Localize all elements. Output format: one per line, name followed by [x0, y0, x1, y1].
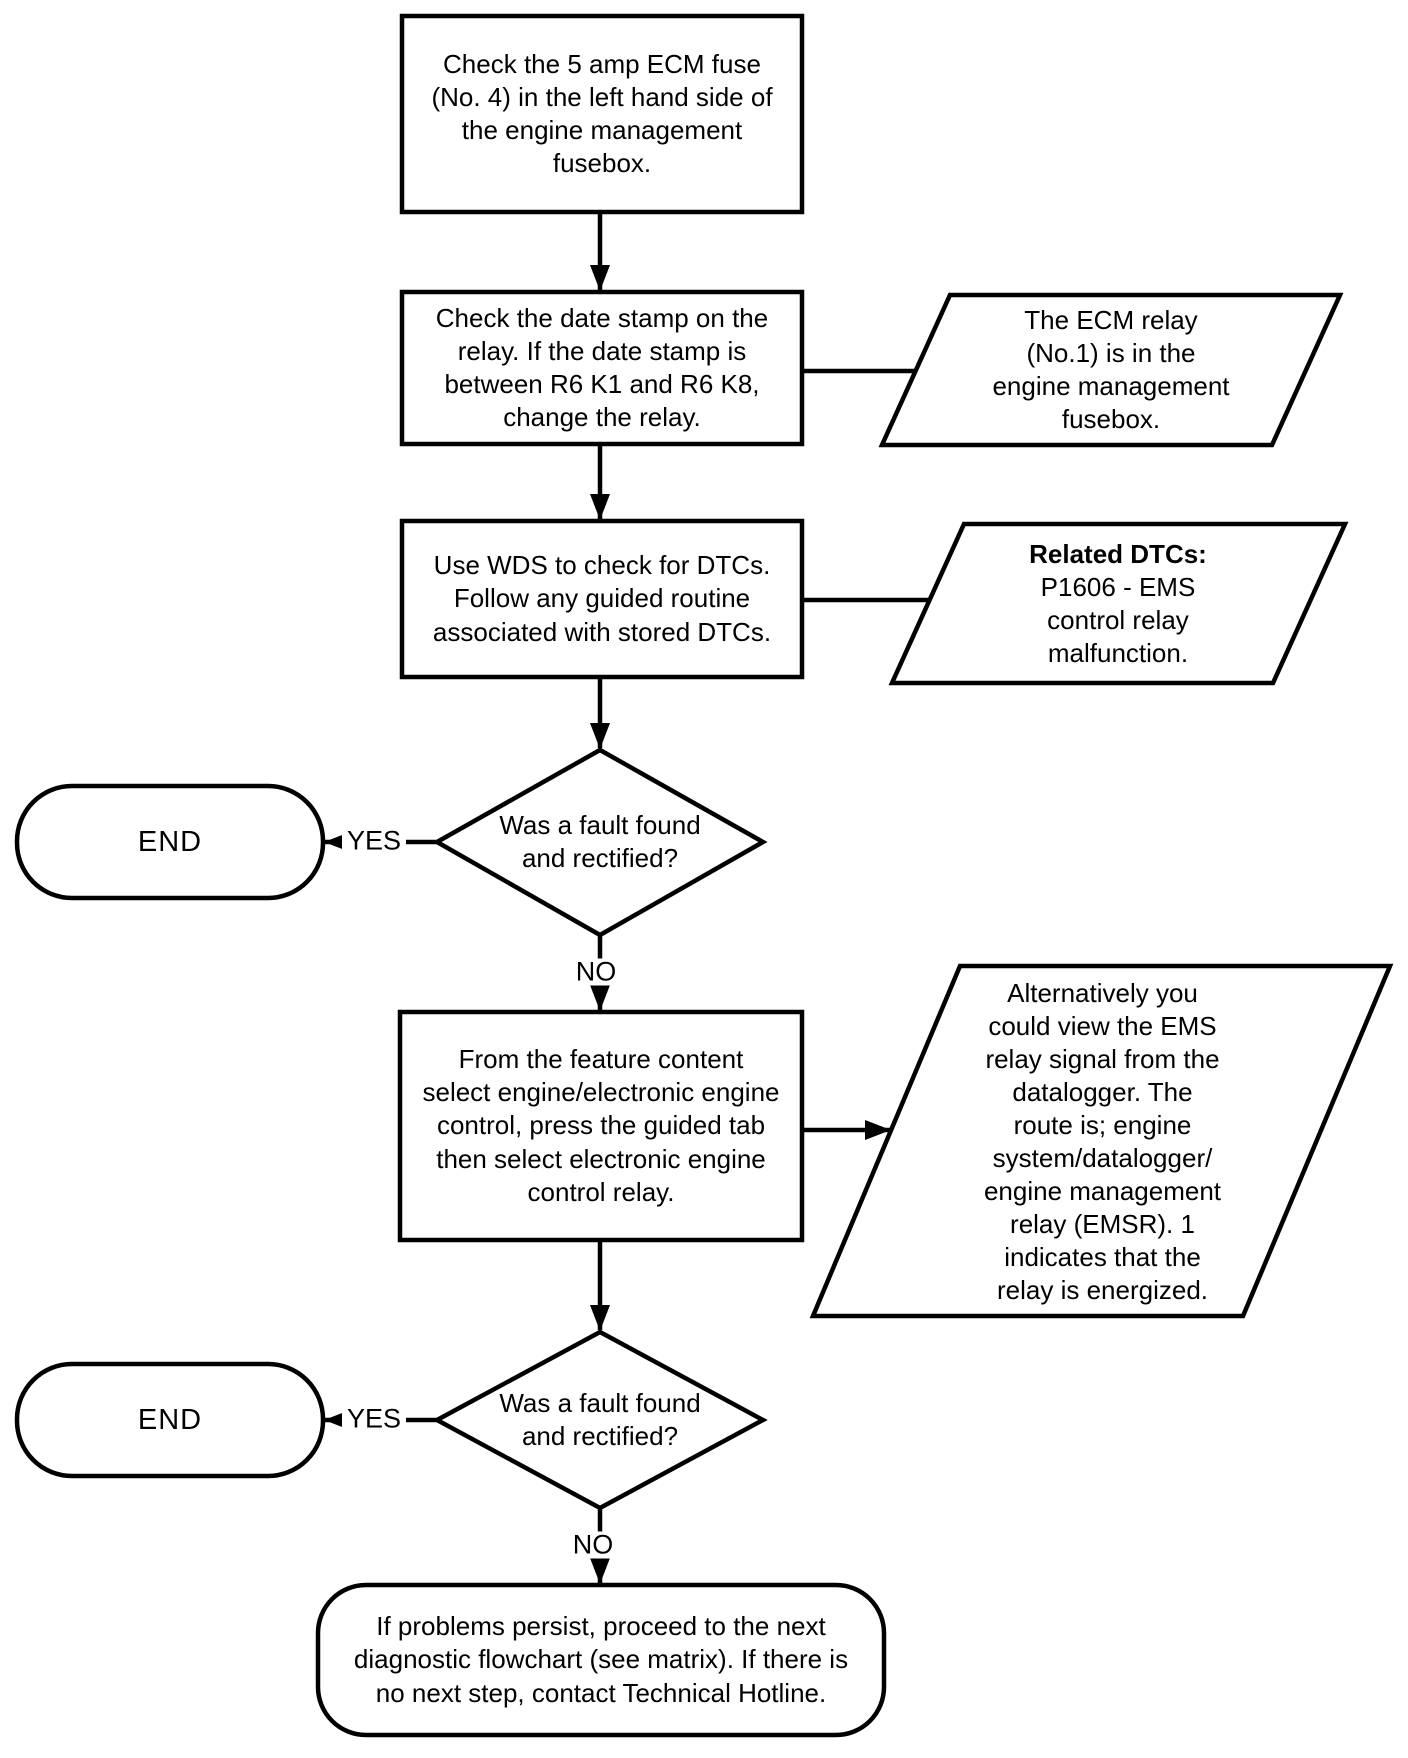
box-feature-content-text: From the feature content select engine/e…	[422, 1044, 780, 1207]
box-check-fuse-text: Check the 5 amp ECM fuse (No. 4) in the …	[431, 48, 773, 179]
note-ecm-relay-location-shape	[878, 292, 1344, 448]
terminator-end-2-shape	[14, 1361, 326, 1479]
note-datalogger-alternative-shape	[809, 963, 1394, 1319]
decision-fault-found-2-text: Was a fault found and rectified?	[499, 1387, 701, 1451]
terminator-end-1-text: END	[137, 825, 203, 858]
note-related-dtcs-body: P1606 - EMS control relay malfunction.	[1040, 571, 1196, 669]
note-related-dtcs-title: Related DTCs:	[1029, 538, 1207, 569]
edge-label-yes-1: YES	[341, 827, 407, 855]
terminator-next-steps-shape	[315, 1582, 887, 1738]
note-ecm-relay-location-text: The ECM relay (No.1) is in the engine ma…	[992, 304, 1230, 435]
terminator-end-2-text: END	[137, 1403, 203, 1436]
box-feature-content	[397, 1009, 805, 1243]
terminator-end-1-shape	[14, 783, 326, 901]
note-datalogger-alternative-text: Alternatively you could view the EMS rel…	[983, 977, 1222, 1306]
edge-label-no-2: NO	[567, 1531, 619, 1559]
box-check-date-stamp-text: Check the date stamp on the relay. If th…	[435, 302, 769, 433]
box-check-fuse	[399, 13, 805, 215]
decision-fault-found-1-text: Was a fault found and rectified?	[499, 809, 701, 873]
edge-label-no-1: NO	[570, 958, 622, 986]
box-use-wds	[399, 518, 805, 680]
box-use-wds-text: Use WDS to check for DTCs. Follow any gu…	[432, 550, 772, 647]
note-related-dtcs-shape	[888, 521, 1349, 686]
decision-fault-found-2-shape	[432, 1329, 768, 1511]
terminator-next-steps-text: If problems persist, proceed to the next…	[353, 1611, 849, 1708]
edge-label-yes-2: YES	[341, 1405, 407, 1433]
box-check-date-stamp	[399, 289, 805, 447]
decision-fault-found-1-shape	[432, 747, 768, 938]
note-related-dtcs-text: Related DTCs: P1606 - EMS control relay …	[958, 532, 1278, 676]
